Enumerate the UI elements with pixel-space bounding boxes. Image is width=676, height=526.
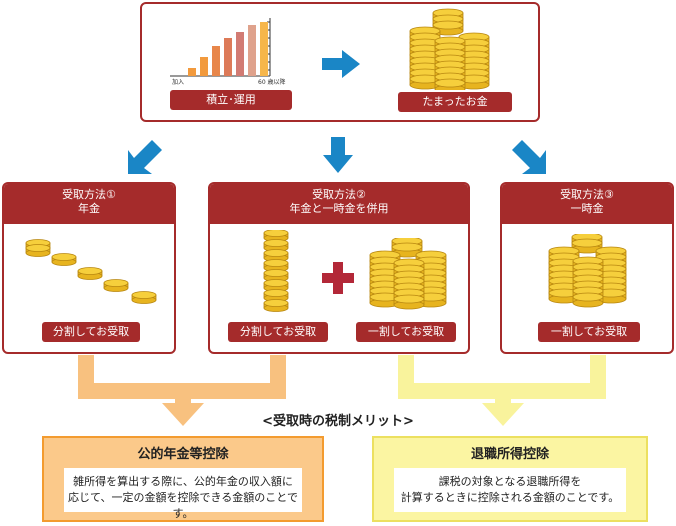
retirement-income-deduction-line2: 計算するときに控除される金額のことです。 — [400, 491, 620, 504]
method-box-1-header: 受取方法① 年金 — [4, 184, 174, 224]
public-pension-deduction-line2: 応じて、一定の金額を控除できる金額のことです。 — [68, 491, 298, 520]
box-1-installment-button: 分割してお受取 — [42, 322, 140, 342]
box-3-lumpsum-button: 一割してお受取 — [538, 322, 640, 342]
coin-column-icon — [263, 230, 289, 312]
retirement-income-deduction-title: 退職所得控除 — [470, 447, 549, 462]
method-box-3-header: 受取方法③ 一時金 — [502, 184, 672, 224]
orange-connector — [78, 355, 286, 426]
retirement-income-deduction-desc: 課税の対象となる退職所得を 計算するときに控除される金額のことです。 — [394, 468, 626, 512]
arrow-down-left-icon — [128, 140, 162, 174]
retirement-income-deduction-box: 退職所得控除 課税の対象となる退職所得を 計算するときに控除される金額のことです… — [372, 436, 648, 522]
saved-money-label: たまったお金 — [398, 92, 512, 112]
box-2-lumpsum-button: 一割してお受取 — [356, 322, 456, 342]
chart-axis-right-label: 60 歳以降 — [258, 79, 286, 86]
method-box-2-header: 受取方法② 年金と一時金を併用 — [210, 184, 468, 224]
method-box-2-title: 受取方法② — [312, 188, 366, 201]
box-2-installment-button: 分割してお受取 — [228, 322, 328, 342]
arrow-down-right-icon — [512, 140, 546, 174]
arrow-right-icon — [322, 50, 360, 78]
accumulate-label: 積立･運用 — [170, 90, 292, 110]
coin-stack-icon — [409, 8, 490, 90]
method-box-3-title: 受取方法③ — [560, 188, 614, 201]
arrow-down-icon — [323, 137, 353, 173]
coins-installment-icon — [25, 239, 157, 304]
method-box-3-subtitle: 一時金 — [570, 202, 604, 215]
method-box-2: 受取方法② 年金と一時金を併用 分割してお受取 一割してお受取 — [208, 182, 470, 354]
coin-pile-icon — [369, 238, 447, 310]
public-pension-deduction-box: 公的年金等控除 雑所得を算出する際に、公的年金の収入額に 応じて、一定の金額を控… — [42, 436, 324, 522]
public-pension-deduction-desc: 雑所得を算出する際に、公的年金の収入額に 応じて、一定の金額を控除できる金額のこ… — [64, 468, 302, 520]
coin-pile-icon — [548, 234, 627, 308]
public-pension-deduction-title: 公的年金等控除 — [137, 447, 229, 462]
bar-chart-icon — [170, 18, 271, 77]
method-box-1-subtitle: 年金 — [78, 202, 100, 215]
chart-axis-left-label: 加入 — [172, 79, 185, 86]
method-box-3: 受取方法③ 一時金 一割してお受取 — [500, 182, 674, 354]
retirement-income-deduction-line1: 課税の対象となる退職所得を — [438, 475, 582, 488]
method-box-1-title: 受取方法① — [62, 188, 116, 201]
yellow-connector — [398, 355, 606, 426]
method-box-1: 受取方法① 年金 分割してお受取 — [2, 182, 176, 354]
public-pension-deduction-line1: 雑所得を算出する際に、公的年金の収入額に — [73, 475, 293, 488]
method-box-2-subtitle: 年金と一時金を併用 — [289, 202, 389, 215]
plus-icon — [322, 262, 354, 294]
merit-heading: <受取時の税制メリット> — [262, 414, 414, 429]
